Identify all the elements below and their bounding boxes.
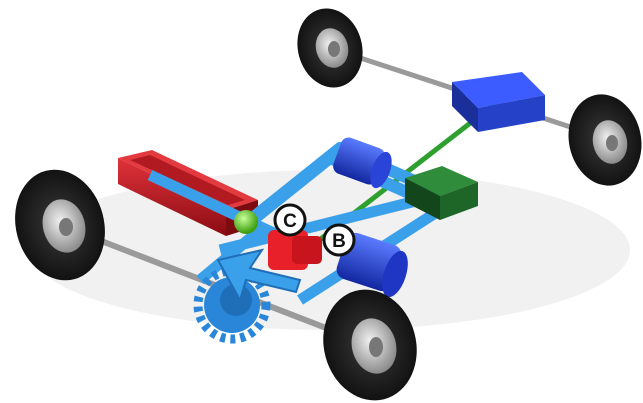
label-b: B bbox=[332, 231, 346, 252]
rear-right-wheel bbox=[560, 88, 643, 193]
label-b-badge: B bbox=[324, 225, 354, 255]
red-steering-part bbox=[268, 230, 322, 270]
rear-left-wheel bbox=[289, 1, 372, 95]
label-c-badge: C bbox=[275, 205, 305, 235]
green-ball bbox=[234, 210, 258, 234]
label-c: C bbox=[283, 211, 297, 232]
rear-differential bbox=[452, 72, 545, 132]
